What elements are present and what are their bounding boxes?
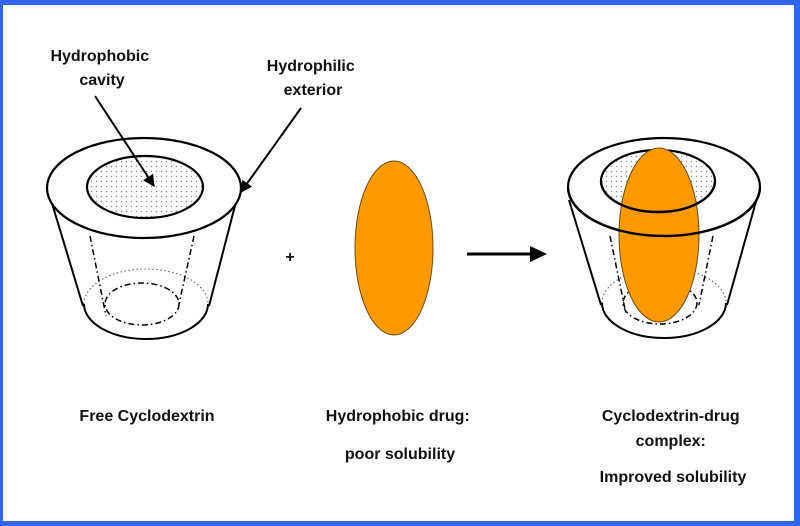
hydrophobic-drug-caption-line2: poor solubility (345, 446, 455, 463)
complex-cone-base-back (601, 267, 727, 304)
hydrophobic-cavity-label-line2: cavity (79, 72, 124, 89)
hydrophobic-drug-molecule (354, 160, 434, 336)
cone-base-back (83, 268, 209, 305)
cone-base-front (83, 303, 209, 340)
hydrophilic-exterior-pointer-arrow (240, 107, 302, 193)
complex-caption-line2: complex: (636, 433, 706, 450)
complex-caption-line3: Improved solubility (600, 469, 747, 486)
complex-cyclodextrin-cone (566, 136, 762, 339)
cavity-wall-left (89, 235, 107, 317)
cone-wall-left (50, 199, 84, 307)
complex-caption: Cyclodextrin-drug complex: Improved solu… (600, 408, 747, 486)
hydrophilic-exterior-label-line2: exterior (284, 82, 343, 99)
hydrophilic-exterior-label: Hydrophilic exterior (267, 58, 359, 99)
hydrophilic-exterior-label-line1: Hydrophilic (267, 58, 355, 75)
hydrophobic-cavity-opening (85, 154, 205, 220)
complex-outer-rim-front (566, 188, 762, 238)
cavity-wall-right (178, 235, 195, 305)
hydrophobic-cavity-label: Hydrophobic cavity (50, 48, 153, 89)
complex-cone-wall-right (726, 197, 758, 306)
reaction-arrow (467, 246, 547, 262)
complex-caption-line1: Cyclodextrin-drug (602, 408, 740, 425)
cone-wall-right (208, 197, 238, 307)
hydrophobic-cavity-label-line1: Hydrophobic (50, 48, 149, 65)
complex-cone-base-front (601, 302, 727, 339)
free-cyclodextrin-caption-line1: Free Cyclodextrin (79, 408, 214, 425)
free-cyclodextrin-caption: Free Cyclodextrin (79, 408, 214, 425)
cavity-base (104, 282, 180, 326)
hydrophobic-cavity-pointer-arrow (94, 95, 155, 188)
complex-cavity-wall-right (698, 235, 714, 306)
hydrophobic-drug-caption: Hydrophobic drug: poor solubility (326, 408, 474, 463)
hydrophobic-drug-caption-line1: Hydrophobic drug: (326, 408, 470, 425)
plus-sign: + (285, 249, 294, 266)
complex-cone-wall-left (568, 199, 602, 306)
complex-cavity-opening-front (599, 180, 717, 214)
free-cyclodextrin-cone (45, 136, 243, 340)
